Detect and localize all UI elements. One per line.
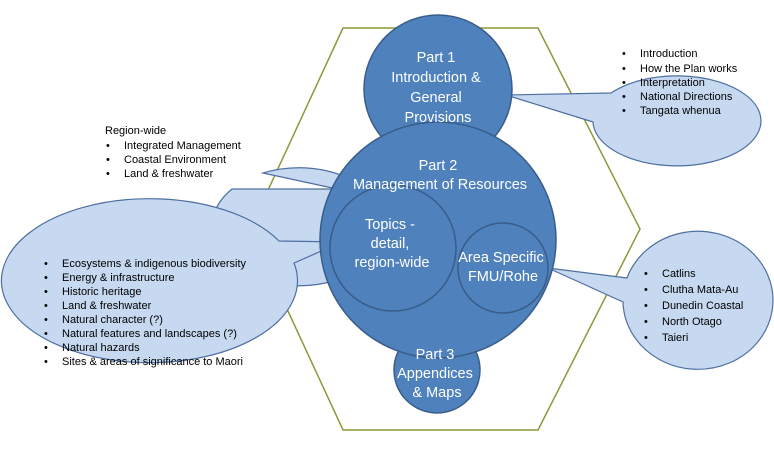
svg-text:•: • xyxy=(622,48,626,60)
svg-text:•: • xyxy=(622,77,626,89)
list-item: Energy & infrastructure xyxy=(62,272,175,284)
svg-text:•: • xyxy=(44,328,48,340)
svg-text:•: • xyxy=(44,342,48,354)
svg-text:•: • xyxy=(106,154,110,166)
topics-circle xyxy=(329,184,457,312)
list-item: Catlins xyxy=(662,268,696,280)
callout-topics-list: • Ecosystems & indigenous biodiversity • E… xyxy=(44,258,247,368)
svg-text:•: • xyxy=(44,314,48,326)
callout-fmu-bubble xyxy=(547,230,774,370)
list-item: Ecosystems & indigenous biodiversity xyxy=(62,258,247,270)
svg-text:•: • xyxy=(44,272,48,284)
svg-text:•: • xyxy=(622,105,626,117)
callout-regionwide-list: Region-wide • Integrated Management • Coas… xyxy=(105,125,241,180)
list-item: National Directions xyxy=(640,91,733,103)
list-item: Coastal Environment xyxy=(124,154,226,166)
list-item: Integrated Management xyxy=(124,140,241,152)
callout-intro-bubble xyxy=(505,75,762,167)
svg-text:•: • xyxy=(644,300,648,312)
list-item: Interpretation xyxy=(640,77,705,89)
list-item: Natural hazards xyxy=(62,342,140,354)
part2-label: Part 2 Management of Resources xyxy=(353,158,527,193)
svg-text:•: • xyxy=(644,332,648,344)
list-item: Land & freshwater xyxy=(62,300,152,312)
callout-intro-list: • Introduction • How the Plan works • Inter… xyxy=(622,48,738,117)
topics-label: Topics - detail, region-wide xyxy=(355,217,430,271)
svg-text:•: • xyxy=(644,284,648,296)
svg-text:•: • xyxy=(622,91,626,103)
list-item: Tangata whenua xyxy=(640,105,722,117)
list-item: Land & freshwater xyxy=(124,168,214,180)
callout-fmu-list: • Catlins • Clutha Mata-Au • Dunedin Coasta… xyxy=(644,268,743,344)
list-item: Dunedin Coastal xyxy=(662,300,743,312)
list-item: Natural character (?) xyxy=(62,314,163,326)
svg-text:•: • xyxy=(644,316,648,328)
svg-text:•: • xyxy=(622,63,626,75)
list-item: How the Plan works xyxy=(640,63,738,75)
callout-topics-bubble xyxy=(0,198,343,364)
list-item: Natural features and landscapes (?) xyxy=(62,328,237,340)
list-item: Clutha Mata-Au xyxy=(662,284,738,296)
callout-heading: Region-wide xyxy=(105,125,166,137)
area-specific-circle xyxy=(457,222,549,314)
list-item: Historic heritage xyxy=(62,286,141,298)
list-item: North Otago xyxy=(662,316,722,328)
svg-text:•: • xyxy=(44,300,48,312)
svg-text:•: • xyxy=(44,356,48,368)
list-item: Introduction xyxy=(640,48,697,60)
svg-text:•: • xyxy=(644,268,648,280)
list-item: Taieri xyxy=(662,332,688,344)
list-item: Sites & areas of significance to Maori xyxy=(62,356,243,368)
svg-text:•: • xyxy=(106,168,110,180)
svg-text:•: • xyxy=(44,258,48,270)
svg-text:•: • xyxy=(44,286,48,298)
svg-text:•: • xyxy=(106,140,110,152)
part1-label: Part 1 Introduction & General Provisions xyxy=(391,50,485,126)
area-specific-label: Area Specific FMU/Rohe xyxy=(458,250,547,285)
part3-label: Part 3 Appendices & Maps xyxy=(397,347,477,401)
